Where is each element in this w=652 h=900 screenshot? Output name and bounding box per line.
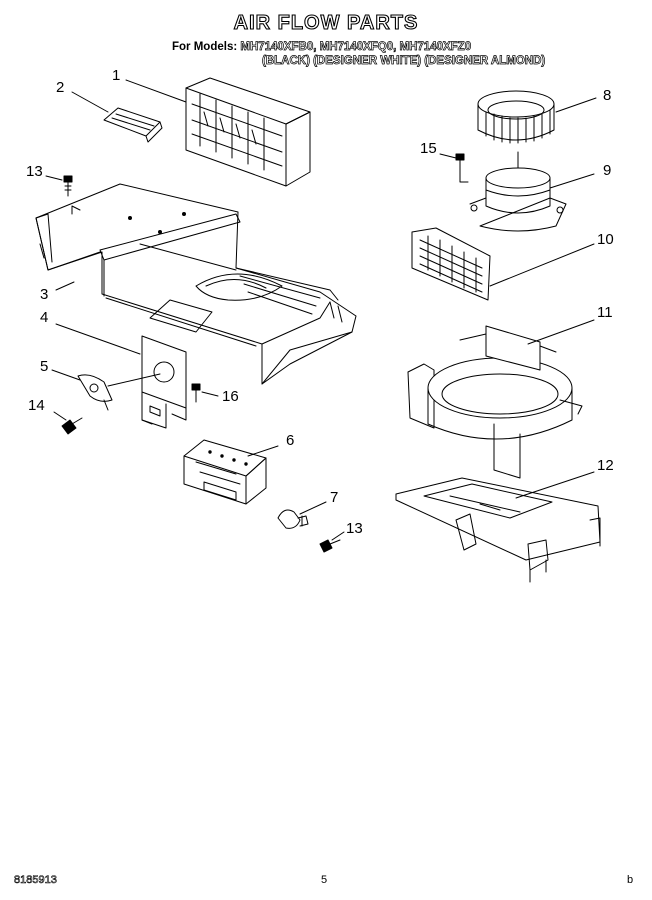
callout-13-lower: 13 bbox=[346, 520, 363, 537]
callout-10: 10 bbox=[597, 231, 614, 248]
variants-line: (BLACK) (DESIGNER WHITE) (DESIGNER ALMON… bbox=[262, 55, 546, 68]
footer-mark: b bbox=[627, 874, 634, 886]
callout-13-upper: 13 bbox=[26, 163, 43, 180]
part-13-screw-lower bbox=[319, 539, 341, 553]
part-4-motor-bracket bbox=[141, 335, 187, 429]
part-11-blower-scroll bbox=[407, 325, 583, 479]
callout-15: 15 bbox=[420, 140, 437, 157]
callout-14: 14 bbox=[28, 397, 45, 414]
callout-7: 7 bbox=[330, 489, 339, 506]
part-14-screw bbox=[61, 417, 83, 435]
callout-11: 11 bbox=[597, 304, 613, 321]
callout-12: 12 bbox=[597, 457, 614, 474]
models-prefix: For Models: bbox=[172, 41, 238, 53]
part-9-blower-housing bbox=[469, 151, 567, 232]
part-16-screw bbox=[191, 383, 201, 403]
page-number: 5 bbox=[321, 874, 328, 886]
part-8-filter-ring bbox=[477, 90, 555, 144]
part-6-lamp-bracket bbox=[183, 439, 267, 505]
part-12-base-plate bbox=[395, 477, 601, 583]
callout-3: 3 bbox=[40, 286, 49, 303]
callout-4: 4 bbox=[40, 309, 49, 326]
callout-9: 9 bbox=[603, 162, 612, 179]
part-3-air-duct-housing bbox=[35, 183, 357, 385]
callout-6: 6 bbox=[286, 432, 295, 449]
models-line: For Models: MH7140XFB0, MH7140XFQ0, MH71… bbox=[172, 41, 472, 54]
part-2-damper-flap bbox=[103, 107, 163, 143]
part-13-screw-upper bbox=[63, 175, 73, 197]
leader-lines bbox=[45, 79, 597, 541]
document-number: 8185913 bbox=[14, 874, 57, 887]
page-title: AIR FLOW PARTS bbox=[233, 11, 419, 34]
part-10-grille-filter bbox=[411, 227, 491, 301]
callout-1: 1 bbox=[112, 67, 121, 84]
callout-2: 2 bbox=[56, 79, 65, 96]
models-list: MH7140XFB0, MH7140XFQ0, MH7140XFZ0 bbox=[240, 41, 472, 54]
part-7-light-bulb bbox=[277, 509, 309, 529]
callout-5: 5 bbox=[40, 358, 49, 375]
callout-8: 8 bbox=[603, 87, 612, 104]
part-1-louver-box bbox=[185, 77, 311, 187]
part-5-thermal-cutout bbox=[77, 374, 113, 411]
part-15-screw bbox=[455, 153, 469, 183]
callout-16: 16 bbox=[222, 388, 239, 405]
